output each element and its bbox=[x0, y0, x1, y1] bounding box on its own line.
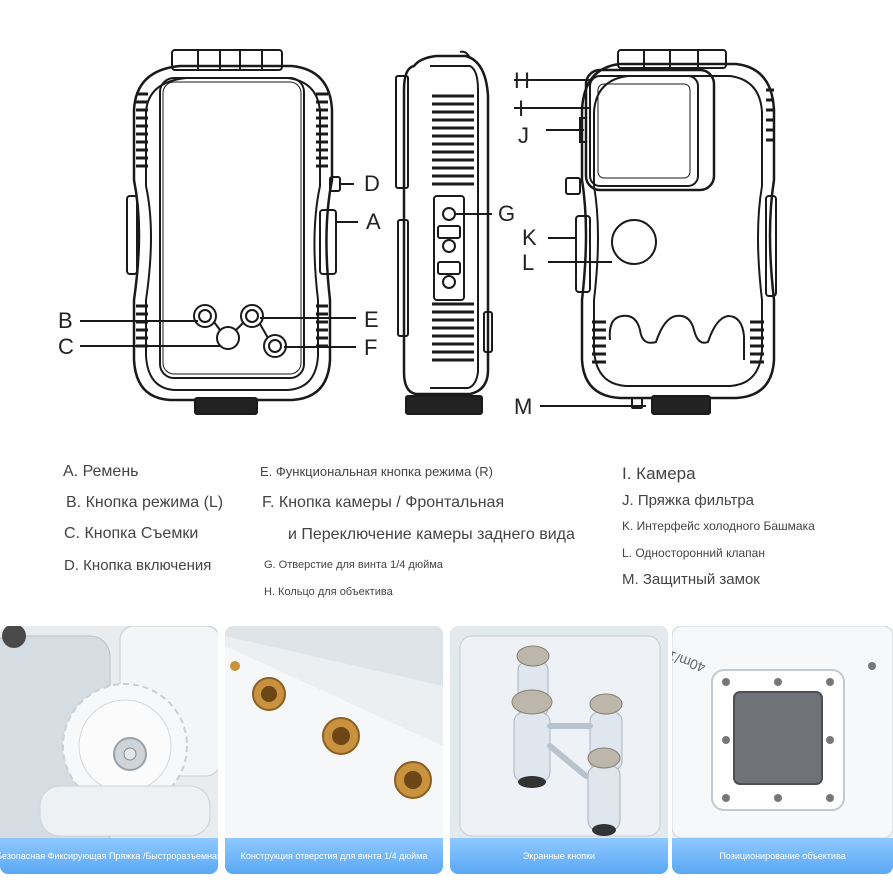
front-side-grips bbox=[136, 92, 328, 348]
screw-hole-quarter-inch bbox=[442, 207, 456, 221]
legend-d: D. Кнопка включения bbox=[64, 557, 212, 574]
cold-shoe bbox=[575, 215, 591, 293]
buttons-illustration bbox=[450, 626, 668, 874]
callout-k: K bbox=[522, 225, 537, 250]
legend-k: K. Интерфейс холодного Башмака bbox=[622, 519, 815, 533]
photo-caption-2: Конструкция отверстия для винта 1/4 дюйм… bbox=[225, 838, 443, 874]
callout-e: E bbox=[364, 307, 379, 332]
photo-caption-4: Позиционирование объектива bbox=[672, 838, 893, 874]
mode-button-r bbox=[240, 304, 264, 328]
legend-l: L. Односторонний клапан bbox=[622, 546, 765, 560]
callout-j: J bbox=[518, 123, 529, 148]
callout-l: L bbox=[522, 250, 535, 275]
photo-caption-3: Экранные кнопки bbox=[450, 838, 668, 874]
callout-h: H bbox=[514, 68, 530, 93]
lens-ring bbox=[584, 68, 716, 192]
legend-i: I. Камера bbox=[622, 464, 696, 483]
strap-buckle bbox=[319, 209, 337, 275]
button-plunger-4 bbox=[587, 747, 621, 836]
callout-g: G bbox=[498, 201, 516, 226]
back-view bbox=[565, 49, 777, 415]
one-way-valve bbox=[611, 219, 657, 265]
callout-i: I bbox=[518, 96, 525, 121]
photo-screen-buttons: Экранные кнопки bbox=[450, 626, 668, 874]
front-outer-shell bbox=[132, 64, 334, 402]
front-screen bbox=[159, 77, 305, 379]
shutter-button bbox=[216, 326, 240, 350]
front-screw-mount bbox=[194, 397, 258, 415]
callout-b: B bbox=[58, 308, 73, 333]
button-plunger-2 bbox=[511, 689, 553, 788]
callout-f: F bbox=[364, 335, 378, 360]
front-view bbox=[126, 49, 354, 415]
callout-d: D bbox=[364, 171, 380, 196]
screw-holes-illustration bbox=[225, 626, 443, 874]
legend-e: E. Функциональная кнопка режима (R) bbox=[260, 464, 493, 479]
photo-safety-buckle: Безопасная Фиксирующая Пряжка /Быстрораз… bbox=[0, 626, 218, 874]
housing-diagram bbox=[80, 49, 777, 415]
legend-h: H. Кольцо для объектива bbox=[264, 586, 393, 598]
buckle-illustration bbox=[0, 626, 218, 874]
lens-illustration bbox=[672, 626, 893, 874]
legend-b: B. Кнопка режима (L) bbox=[66, 494, 224, 511]
mode-button-l bbox=[193, 304, 217, 328]
photo-screw-holes: Конструкция отверстия для винта 1/4 дюйм… bbox=[225, 626, 443, 874]
legend-c: C. Кнопка Съемки bbox=[64, 525, 199, 542]
legend-f-cont: и Переключение камеры заднего вида bbox=[288, 526, 575, 543]
legend-m: M. Защитный замок bbox=[622, 571, 760, 588]
legend-f: F. Кнопка камеры / Фронтальная bbox=[262, 494, 505, 511]
legend-a: A. Ремень bbox=[63, 463, 139, 480]
callout-m: M bbox=[514, 394, 533, 419]
front-top-latch bbox=[171, 49, 283, 71]
camera-window bbox=[589, 75, 699, 187]
safety-lock bbox=[651, 395, 711, 415]
photo-caption-1: Безопасная Фиксирующая Пряжка /Быстрораз… bbox=[0, 838, 218, 874]
photo-lens-positioning: 40m/130ft Позиционирование объектива bbox=[672, 626, 893, 874]
callout-c: C bbox=[58, 334, 74, 359]
side-view bbox=[395, 50, 493, 415]
callout-a: A bbox=[366, 209, 381, 234]
legend-g: G. Отверстие для винта 1/4 дюйма bbox=[264, 559, 443, 571]
legend-j: J. Пряжка фильтра bbox=[622, 492, 755, 509]
